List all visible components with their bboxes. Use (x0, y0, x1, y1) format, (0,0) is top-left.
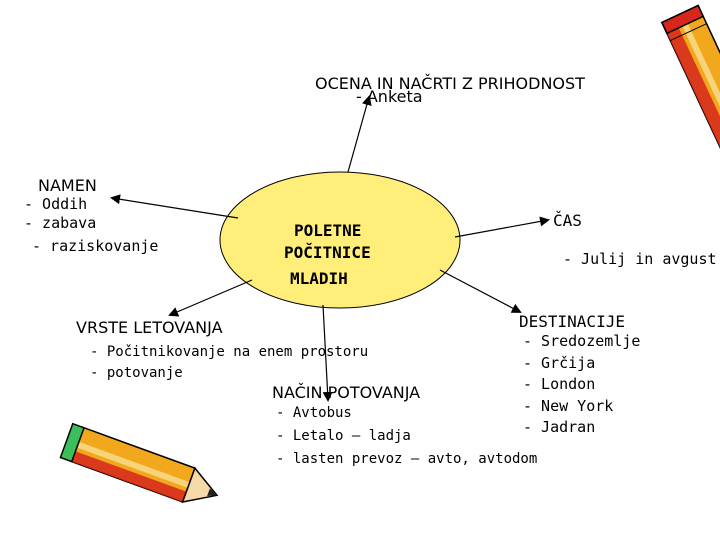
diagram-subtitle: - Anketa (356, 87, 423, 106)
arrow-to-cas (455, 220, 548, 237)
list-item: - Jadran (523, 417, 640, 439)
list-item: - zabava (24, 214, 158, 233)
destinacije-list: - Sredozemlje - Grčija - London - New Yo… (523, 331, 640, 439)
list-item: - raziskovanje (32, 237, 158, 256)
list-item: - lasten prevoz – avto, avtodom (276, 448, 537, 471)
arrow-to-title (348, 97, 369, 172)
list-item: - potovanje (90, 363, 368, 384)
pencil-icon (662, 6, 720, 193)
namen-heading: NAMEN (38, 176, 97, 195)
center-label-line-2: POČITNICE (284, 243, 371, 262)
destinacije-heading: DESTINACIJE (519, 312, 625, 331)
list-item: - Letalo – ladja (276, 425, 537, 448)
cas-heading: ČAS (553, 211, 582, 230)
nacin-list: - Avtobus - Letalo – ladja - lasten prev… (276, 402, 537, 471)
arrow-to-destinacije (440, 270, 520, 312)
list-item: - Avtobus (276, 402, 537, 425)
center-label-line-1: POLETNE (294, 221, 361, 240)
list-item: - Oddih (24, 195, 158, 214)
cas-item: - Julij in avgust (563, 250, 717, 269)
list-item: - London (523, 374, 640, 396)
nacin-heading: NAČIN POTOVANJA (272, 383, 420, 402)
list-item: - New York (523, 396, 640, 418)
vrste-heading: VRSTE LETOVANJA (76, 318, 223, 337)
arrow-to-vrste (170, 280, 252, 315)
namen-list: - Oddih - zabava - raziskovanje (24, 195, 158, 256)
list-item: - Sredozemlje (523, 331, 640, 353)
center-label-line-3: MLADIH (290, 269, 348, 288)
pencil-icon (60, 424, 223, 513)
vrste-list: - Počitnikovanje na enem prostoru - poto… (90, 342, 368, 384)
list-item: - Grčija (523, 353, 640, 375)
list-item: - Počitnikovanje na enem prostoru (90, 342, 368, 363)
